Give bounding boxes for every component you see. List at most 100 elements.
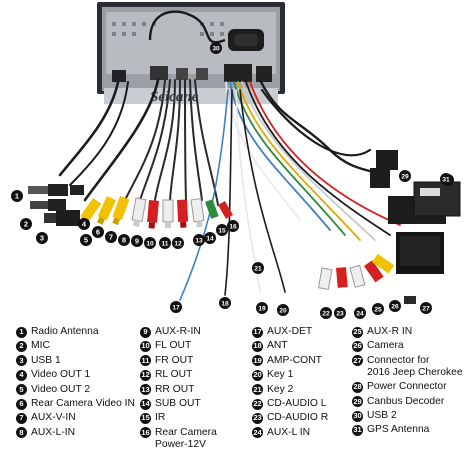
legend-item: 3 USB 1 xyxy=(16,355,61,367)
callout-number: 29 xyxy=(401,174,409,181)
legend-item: 23 CD-AUDIO R xyxy=(252,412,328,424)
legend-number-badge: 13 xyxy=(140,384,151,396)
legend-item: 13 RR OUT xyxy=(140,384,194,396)
callout-number: 1 xyxy=(15,192,19,201)
callout-badge xyxy=(210,42,222,54)
callout-number: 6 xyxy=(96,228,100,237)
callout-number: 4 xyxy=(82,220,87,229)
callout-number: 31 xyxy=(442,177,450,184)
legend-label: AUX-L-IN xyxy=(31,426,76,438)
legend-number-badge: 17 xyxy=(252,326,263,338)
callout-badge xyxy=(256,302,268,314)
legend-label: MIC xyxy=(31,340,50,352)
legend-label: Canbus Decoder xyxy=(367,395,445,407)
legend-label: AUX-R-IN xyxy=(155,326,201,337)
callout-number: 13 xyxy=(195,238,203,245)
callout-number: 11 xyxy=(162,241,169,248)
callout-badge xyxy=(204,232,216,244)
callout-badge xyxy=(252,262,264,274)
callout-number: 25 xyxy=(374,307,382,314)
callout-badge xyxy=(92,226,104,238)
legend-number-badge: 20 xyxy=(252,369,263,381)
legend-label: AMP-CONT xyxy=(267,354,322,366)
callout-number: 2 xyxy=(24,220,28,229)
callout-number: 8 xyxy=(122,236,126,245)
callout-number: 26 xyxy=(391,304,399,311)
legend-item: 8 AUX-L-IN xyxy=(16,427,75,439)
legend-number-badge: 4 xyxy=(16,369,27,381)
legend-label: USB 1 xyxy=(31,354,61,366)
legend-number-badge: 24 xyxy=(252,427,263,439)
legend-number-badge: 3 xyxy=(16,355,27,367)
callout-badge xyxy=(11,190,23,202)
callout-number: 16 xyxy=(229,224,237,231)
callout-badge xyxy=(372,303,384,315)
legend-label: AUX-V-IN xyxy=(31,412,76,424)
legend-item: 24 AUX-L IN xyxy=(252,427,310,439)
legend-number-badge: 23 xyxy=(252,412,263,424)
legend-item: 18 ANT xyxy=(252,340,288,352)
callout-badge xyxy=(420,302,432,314)
callout-badge xyxy=(354,307,366,319)
callout-number: 21 xyxy=(254,266,262,273)
legend-label: Key 1 xyxy=(267,369,294,381)
legend-number-badge: 21 xyxy=(252,384,263,396)
callout-badge xyxy=(131,235,143,247)
legend-number-badge: 6 xyxy=(16,398,27,410)
legend-number-badge: 26 xyxy=(352,340,363,352)
legend-label: USB 2 xyxy=(367,410,397,421)
legend-label: Power Connector xyxy=(367,381,447,393)
callout-badge xyxy=(216,224,228,236)
legend-number-badge: 10 xyxy=(140,340,151,352)
callout-badge xyxy=(159,237,171,249)
callout-badge xyxy=(399,170,411,182)
legend-label: CD-AUDIO R xyxy=(267,412,329,424)
callout-number: 19 xyxy=(258,306,266,313)
left-plugs xyxy=(28,184,84,226)
callout-number: 18 xyxy=(221,301,229,308)
legend-number-badge: 31 xyxy=(352,424,363,436)
callout-number: 7 xyxy=(109,233,113,242)
legend-item: 20 Key 1 xyxy=(252,369,293,381)
callout-number: 23 xyxy=(336,311,344,318)
callout-number: 12 xyxy=(174,241,182,248)
legend-number-badge: 8 xyxy=(16,427,27,439)
legend-item: 2 MIC xyxy=(16,340,50,352)
legend-label: IR xyxy=(155,412,166,424)
legend-number-badge: 28 xyxy=(352,381,363,393)
legend-item: 28 Power Connector xyxy=(352,381,447,393)
legend-label: Rear Camera Video IN xyxy=(31,398,135,409)
callout-number: 10 xyxy=(146,241,154,248)
legend-number-badge: 12 xyxy=(140,369,151,381)
legend-number-badge: 11 xyxy=(140,355,151,367)
legend-label: ANT xyxy=(267,340,288,352)
callout-number: 17 xyxy=(172,305,180,312)
legend-label: FL OUT xyxy=(155,340,192,352)
legend-number-badge: 5 xyxy=(16,384,27,396)
legend-number-badge: 30 xyxy=(352,410,363,422)
callout-number: 14 xyxy=(206,236,214,243)
legend-label: AUX-L IN xyxy=(267,426,311,438)
callout-number: 15 xyxy=(218,228,226,235)
legend-number-badge: 22 xyxy=(252,398,263,410)
legend-label: CD-AUDIO L xyxy=(267,398,327,409)
power-connector xyxy=(404,296,416,304)
legend-item: 9 AUX-R-IN xyxy=(140,326,201,338)
legend-label: Radio Antenna xyxy=(31,326,99,337)
legend-number-badge: 2 xyxy=(16,340,27,352)
legend-number-badge: 19 xyxy=(252,355,263,367)
legend-number-badge: 9 xyxy=(140,326,151,338)
legend-number-badge: 18 xyxy=(252,340,263,352)
legend-label: RR OUT xyxy=(155,383,195,395)
callout-badge xyxy=(320,307,332,319)
legend-item: 6 Rear Camera Video IN xyxy=(16,398,135,410)
legend-label: AUX-DET xyxy=(267,326,313,337)
